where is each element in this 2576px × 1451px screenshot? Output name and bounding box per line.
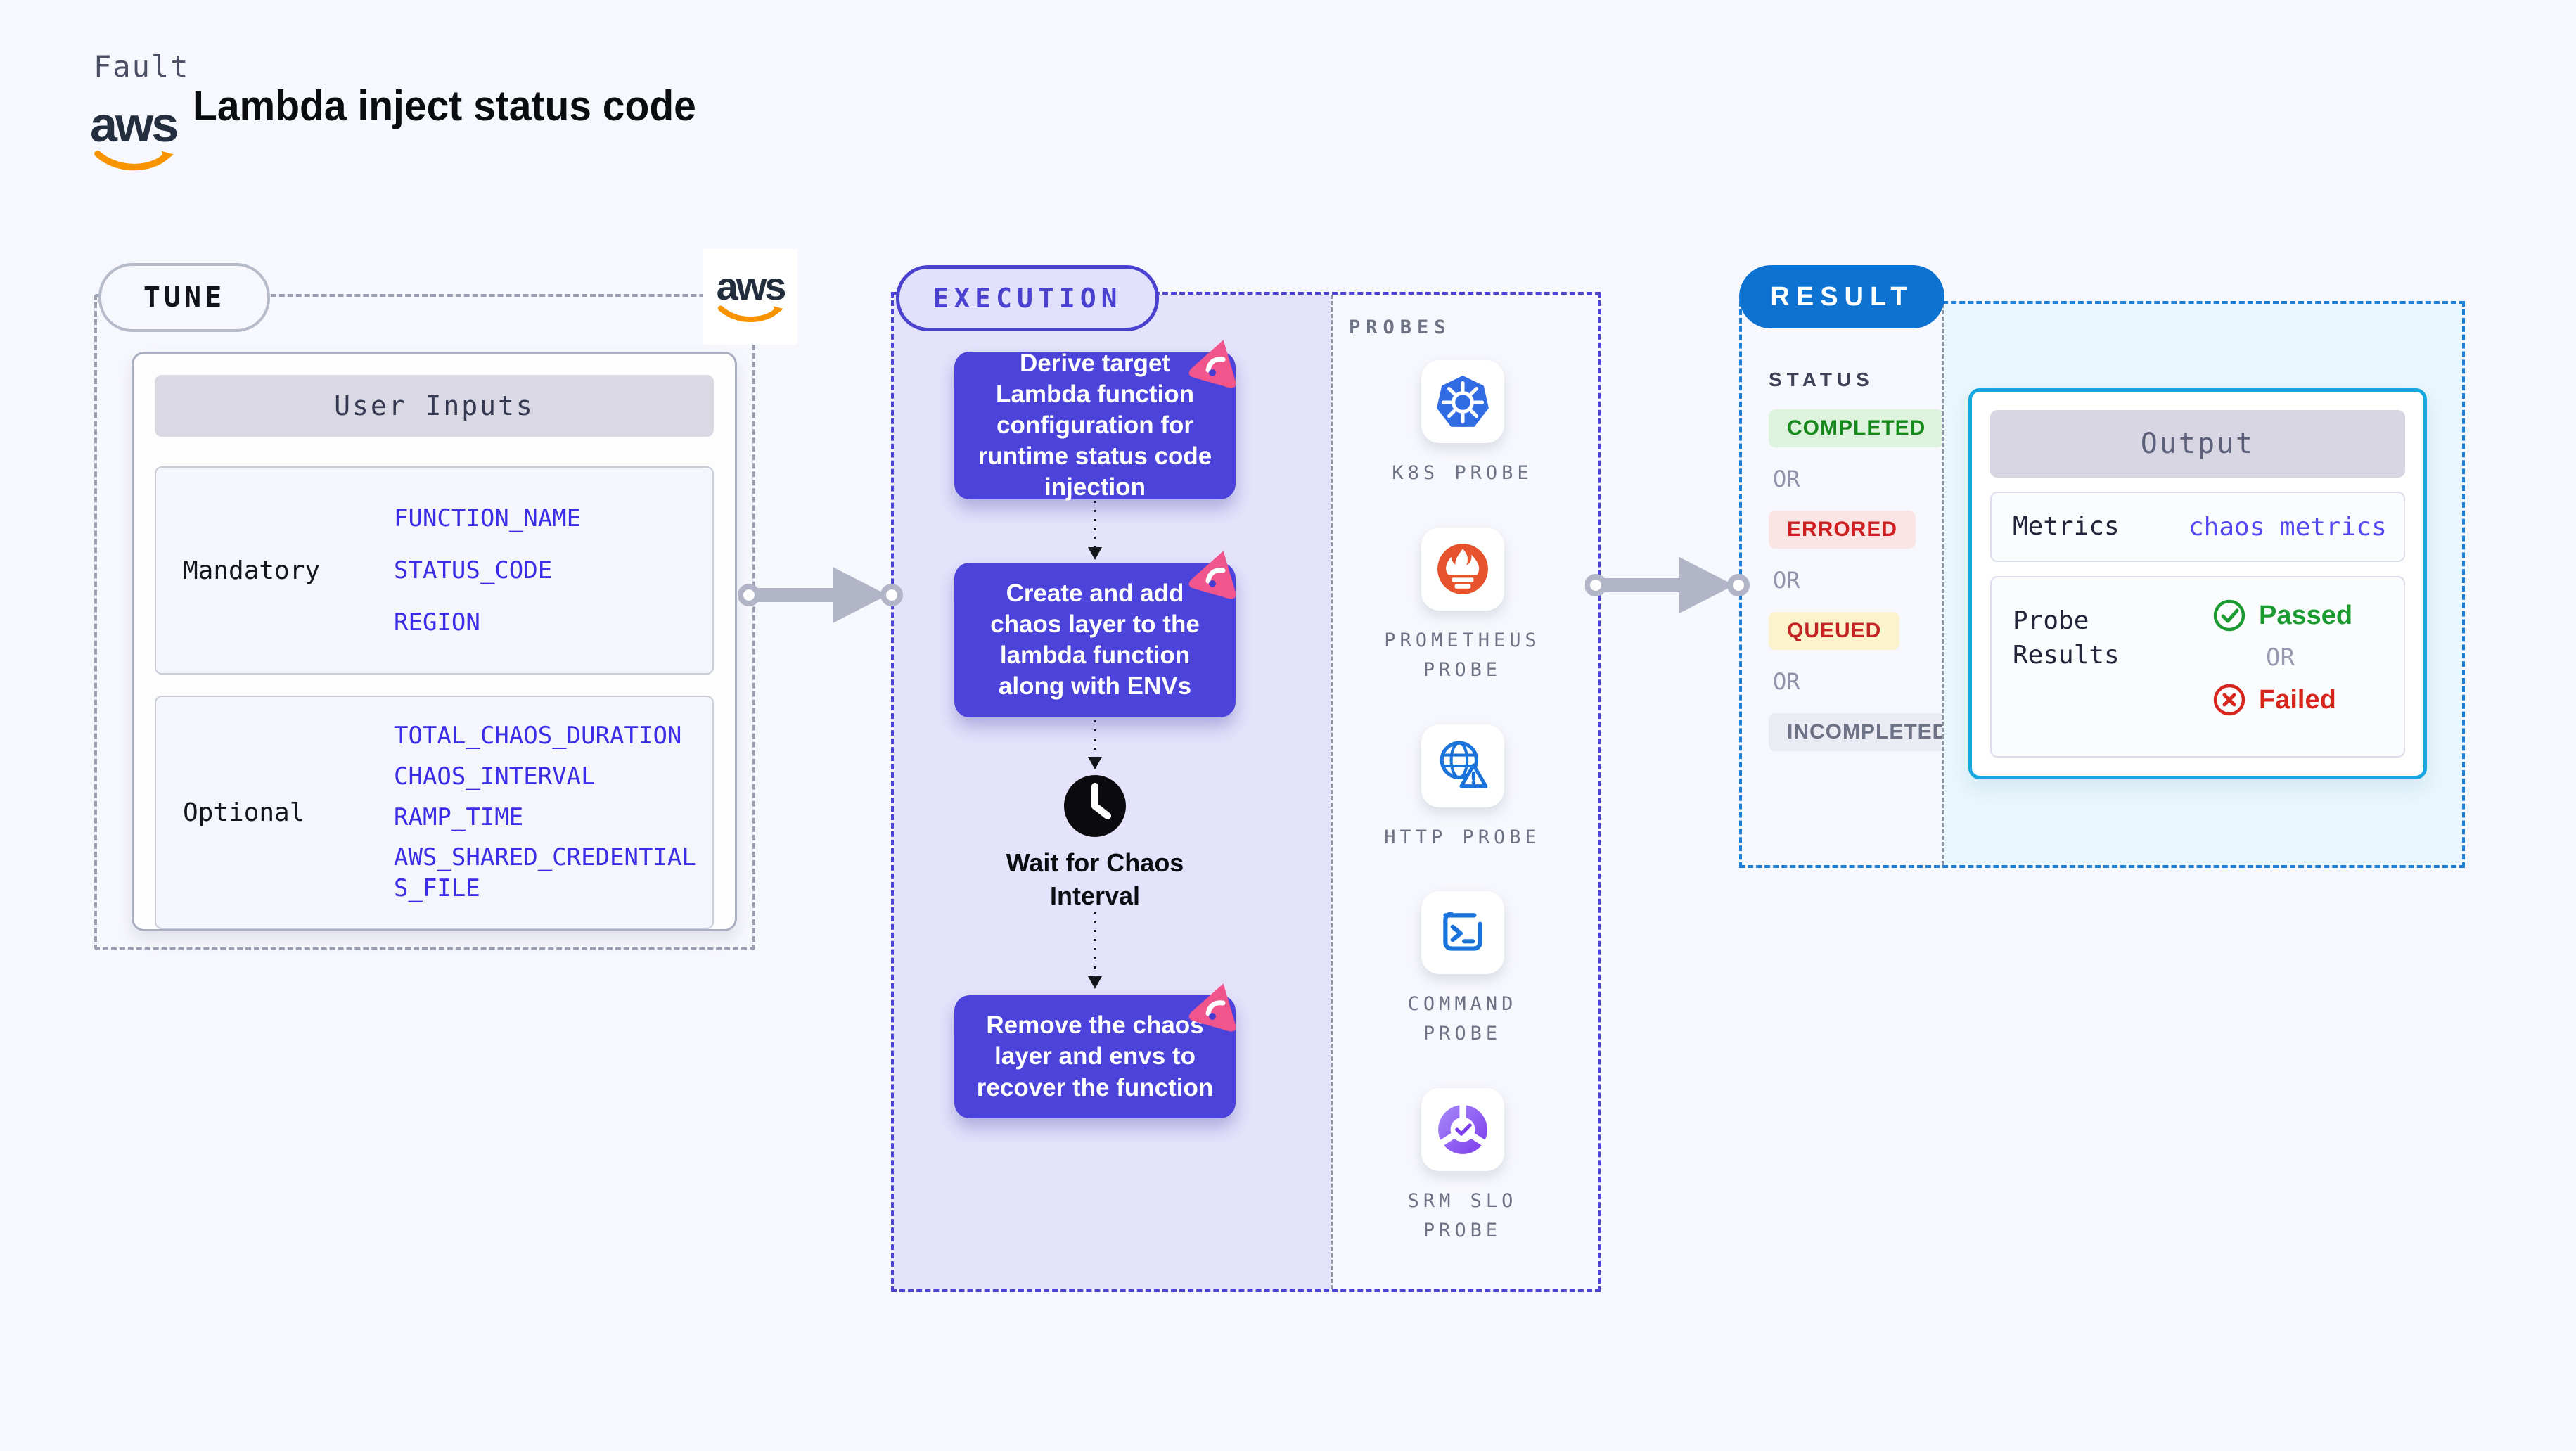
- probe-item-prometheus: PROMETHEUS PROBE: [1364, 527, 1561, 685]
- metrics-label: Metrics: [2013, 511, 2120, 541]
- execution-phase-label: EXECUTION: [933, 283, 1122, 314]
- probe-card: [1421, 360, 1504, 443]
- metrics-value: chaos metrics: [2189, 512, 2387, 542]
- status-badge-errored: ERRORED: [1769, 511, 1916, 549]
- probe-item-k8s: K8S PROBE: [1364, 360, 1561, 488]
- aws-logo: aws: [90, 97, 179, 174]
- tune-phase-label: TUNE: [143, 281, 226, 314]
- metrics-row: Metrics chaos metrics: [1990, 492, 2405, 562]
- kubernetes-icon: [1436, 376, 1489, 427]
- flow-connector-icon: [1088, 912, 1102, 989]
- probe-label: SRM SLO PROBE: [1407, 1190, 1518, 1241]
- step-create-layer: Create and add chaos layer to the lambda…: [954, 551, 1236, 717]
- aws-logo-text: aws: [716, 263, 787, 308]
- output-title: Output: [1990, 410, 2405, 478]
- probe-label: HTTP PROBE: [1384, 826, 1541, 848]
- flow-connector-icon: [1088, 720, 1102, 769]
- param-function-name: FUNCTION_NAME: [394, 504, 582, 532]
- probes-heading: PROBES: [1349, 317, 1452, 338]
- param-chaos-interval: CHAOS_INTERVAL: [394, 762, 596, 791]
- aws-swoosh-icon: [717, 305, 783, 323]
- step-derive-text: Derive target Lambda function configurat…: [978, 349, 1212, 501]
- page-title: Lambda inject status code: [193, 82, 696, 129]
- user-inputs-card: User Inputs Mandatory FUNCTION_NAME STAT…: [132, 352, 737, 931]
- probe-label: K8S PROBE: [1392, 462, 1533, 484]
- probe-item-http: HTTP PROBE: [1364, 724, 1561, 852]
- result-phase-pill: RESULT: [1739, 265, 1944, 328]
- probes-lane: [1331, 295, 1598, 1289]
- or-separator: OR: [1773, 668, 1800, 695]
- group-label-mandatory: Mandatory: [183, 556, 321, 585]
- tune-phase-pill: TUNE: [98, 263, 270, 332]
- step-derive-config: Derive target Lambda function configurat…: [954, 340, 1236, 501]
- fault-eyebrow: Fault: [94, 49, 190, 84]
- param-total-chaos-duration: TOTAL_CHAOS_DURATION: [394, 722, 682, 750]
- probe-results-label: Probe Results: [2013, 606, 2120, 670]
- probe-card: [1421, 891, 1504, 975]
- probe-card: [1421, 724, 1504, 807]
- probe-card: [1421, 1088, 1504, 1172]
- execution-phase-pill: EXECUTION: [896, 265, 1159, 331]
- tune-to-execution-arrow-icon: [738, 567, 903, 623]
- output-card: Output Metrics chaos metrics Probe Resul…: [1968, 388, 2427, 779]
- tune-section: [94, 294, 755, 950]
- param-ramp-time: RAMP_TIME: [394, 803, 524, 831]
- param-status-code: STATUS_CODE: [394, 556, 553, 584]
- status-badge-completed: COMPLETED: [1769, 409, 1944, 447]
- x-circle-icon: [2213, 684, 2245, 716]
- chaos-litmus-icon: [1188, 983, 1236, 1032]
- step-remove-text: Remove the chaos layer and envs to recov…: [976, 1011, 1214, 1101]
- failed-label: Failed: [2259, 684, 2336, 715]
- wait-for-chaos-interval-label: Wait for Chaos Interval: [1006, 848, 1184, 910]
- check-circle-icon: [2213, 599, 2245, 632]
- passed-label: Passed: [2259, 600, 2353, 630]
- result-phase-label: RESULT: [1770, 281, 1914, 312]
- param-region: REGION: [394, 608, 480, 637]
- aws-logo-text: aws: [90, 97, 179, 152]
- probe-results-row: Probe Results Passed OR Failed: [1990, 576, 2405, 758]
- probe-label: PROMETHEUS PROBE: [1384, 629, 1541, 681]
- aws-corner-badge: aws: [703, 249, 797, 345]
- or-separator: OR: [1773, 466, 1800, 492]
- status-badge-list: COMPLETED OR ERRORED OR QUEUED OR INCOMP…: [1769, 409, 1967, 751]
- optional-params-group: Optional TOTAL_CHAOS_DURATION CHAOS_INTE…: [155, 696, 714, 929]
- terminal-icon: [1442, 912, 1482, 952]
- probe-item-command: COMMAND PROBE: [1364, 891, 1561, 1049]
- chaos-litmus-icon: [1188, 340, 1236, 388]
- flow-connector-icon: [1088, 501, 1102, 560]
- srm-slo-icon: [1437, 1104, 1487, 1154]
- status-badge-incompleted: INCOMPLETED: [1769, 713, 1967, 751]
- step-create-text: Create and add chaos layer to the lambda…: [990, 579, 1200, 701]
- probe-card: [1421, 527, 1504, 611]
- execution-to-result-arrow-icon: [1585, 557, 1750, 613]
- http-globe-warning-icon: [1440, 741, 1487, 788]
- param-aws-shared-credentials-file: AWS_SHARED_CREDENTIALS_FILE: [394, 843, 696, 903]
- status-column: STATUS COMPLETED OR ERRORED OR QUEUED OR…: [1742, 304, 1967, 865]
- passed-result-line: Passed: [2212, 599, 2352, 632]
- step-remove-layer: Remove the chaos layer and envs to recov…: [954, 983, 1236, 1118]
- mandatory-params-group: Mandatory FUNCTION_NAME STATUS_CODE REGI…: [155, 466, 714, 675]
- chaos-litmus-icon: [1188, 551, 1236, 599]
- prometheus-icon: [1437, 543, 1488, 594]
- probes-list: K8S PROBE PROMETHEUS PROBE: [1330, 360, 1595, 1285]
- status-heading: STATUS: [1769, 369, 1874, 390]
- failed-result-line: Failed: [2212, 683, 2352, 717]
- probe-label: COMMAND PROBE: [1407, 993, 1518, 1045]
- probe-item-srm-slo: SRM SLO PROBE: [1364, 1088, 1561, 1246]
- user-inputs-title: User Inputs: [155, 375, 714, 437]
- aws-swoosh-icon: [94, 150, 174, 171]
- wait-clock-icon: [1064, 775, 1126, 837]
- or-separator: OR: [2266, 644, 2295, 672]
- status-badge-queued: QUEUED: [1769, 612, 1900, 650]
- group-label-optional: Optional: [183, 798, 305, 827]
- or-separator: OR: [1773, 567, 1800, 594]
